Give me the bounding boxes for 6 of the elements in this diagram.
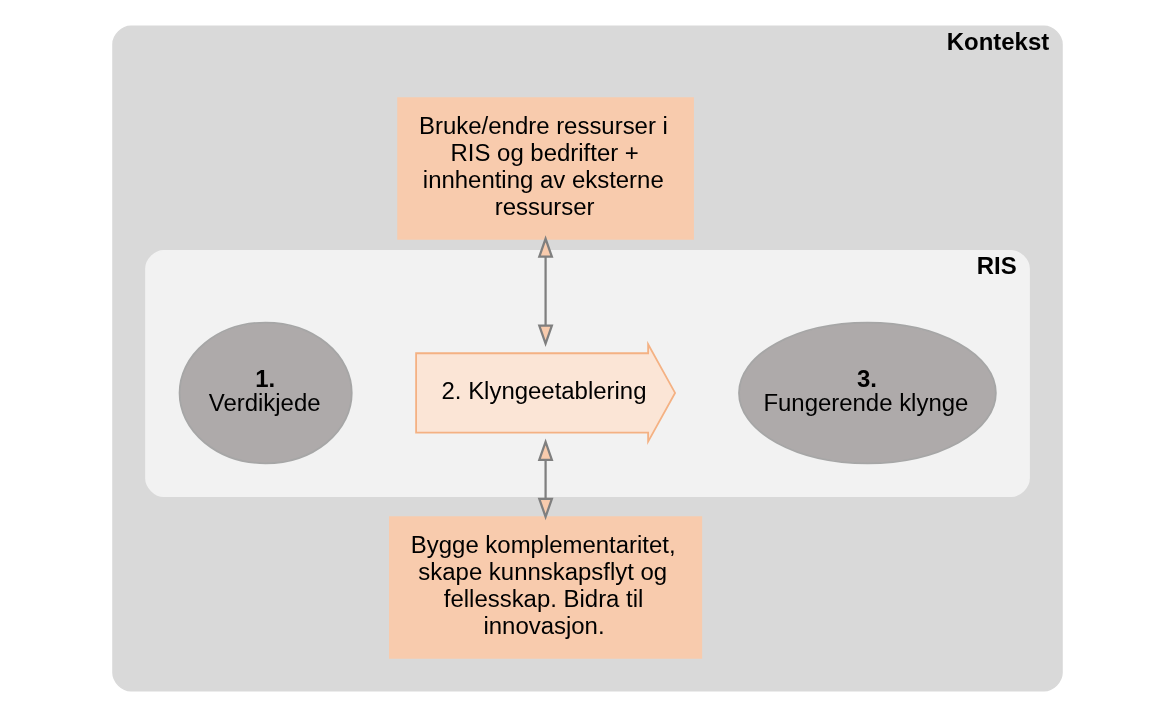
node-ellipse: 1. Verdikjede <box>178 321 353 465</box>
arrow <box>537 235 554 348</box>
arrow <box>537 438 554 521</box>
node-box: Bygge komplementaritet, skape kunnskapsflyt og fellesskap. Bidra til innovasjon. <box>389 516 703 659</box>
node-ellipse: 3. Fungerende klynge <box>738 321 997 465</box>
node-box: Bruke/endre ressurser i RIS og bedrifter + innhenting av eksterne ressurser <box>397 97 694 240</box>
